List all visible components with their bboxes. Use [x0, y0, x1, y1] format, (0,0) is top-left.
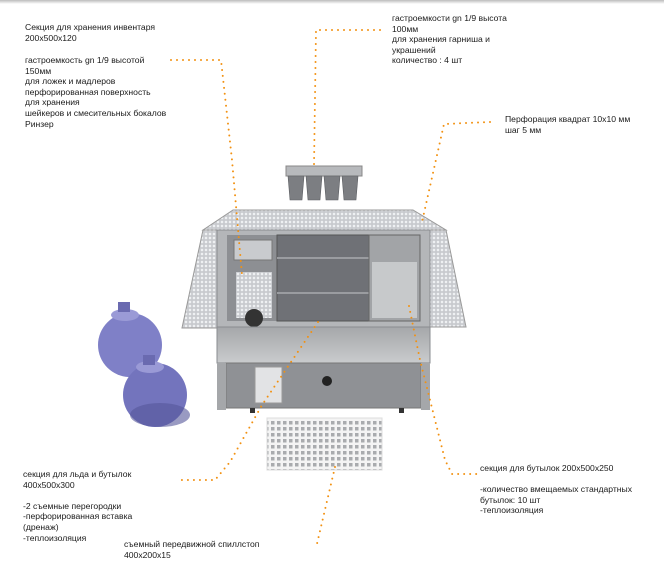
note-line: секция для бутылок 200x500x250: [480, 463, 614, 473]
gastro-containers: [285, 165, 363, 201]
note-line: для хранения: [25, 97, 80, 108]
note-line: Перфорация квадрат 10x10 мм: [505, 114, 631, 124]
note-line: -количество вмещаемых стандартных: [480, 484, 633, 495]
note-line: 400x500x300: [23, 479, 75, 490]
note-line: [23, 490, 132, 501]
note-line: 150мм: [25, 65, 52, 76]
note-line: 200x500x120: [25, 32, 77, 43]
note-line: 400x200x15: [124, 549, 171, 560]
station-front-panel: [216, 326, 431, 364]
note-line: для ложек и мадлеров: [25, 76, 116, 87]
note-line: 100мм: [392, 23, 419, 34]
water-bottles: [98, 302, 190, 427]
note-line: [480, 474, 632, 485]
note-line: украшений: [392, 44, 436, 55]
note-ice-section: секция для льда и бутылок 400x500x300 -2…: [23, 469, 132, 543]
note-line: шаг 5 мм: [505, 124, 542, 135]
note-line: шейкеров и смесительных бокалов: [25, 107, 167, 118]
note-line: Ринзер: [25, 118, 54, 129]
note-line: гастроемкости gn 1/9 высота: [392, 13, 507, 23]
note-perforation: Перфорация квадрат 10x10 мм шаг 5 мм: [505, 114, 630, 135]
note-line: бутылок: 10 шт: [480, 494, 541, 505]
note-line: -теплоизоляция: [480, 505, 544, 516]
note-gastro-150: гастроемкость gn 1/9 высотой 150мм для л…: [25, 55, 166, 129]
note-line: -перфорированная вставка: [23, 511, 133, 522]
note-bottle-section: секция для бутылок 200x500x250 -количест…: [480, 463, 632, 516]
note-line: (дренаж): [23, 521, 59, 532]
top-grate: [201, 209, 448, 231]
note-line: для хранения гарниша и: [392, 34, 490, 45]
note-line: съемный передвижной спиллстоп: [124, 539, 260, 549]
spillstop-tray: [266, 417, 383, 471]
note-line: секция для льда и бутылок: [23, 469, 132, 479]
note-gastro-100: гастроемкости gn 1/9 высота 100мм для хр…: [392, 13, 507, 66]
page-top-edge: [0, 0, 664, 4]
note-line: перфорированная поверхность: [25, 86, 151, 97]
note-spillstop: съемный передвижной спиллстоп 400x200x15: [124, 539, 259, 560]
note-line: количество : 4 шт: [392, 55, 463, 66]
leader-lines: [170, 29, 491, 549]
note-line: гастроемкость gn 1/9 высотой: [25, 55, 145, 65]
note-line: -2 съемные перегородки: [23, 500, 122, 511]
note-line: Секция для хранения инвентаря: [25, 22, 156, 32]
ice-section: [276, 234, 370, 322]
note-inventory-section: Секция для хранения инвентаря 200x500x12…: [25, 22, 155, 43]
note-line: -теплоизоляция: [23, 532, 87, 543]
